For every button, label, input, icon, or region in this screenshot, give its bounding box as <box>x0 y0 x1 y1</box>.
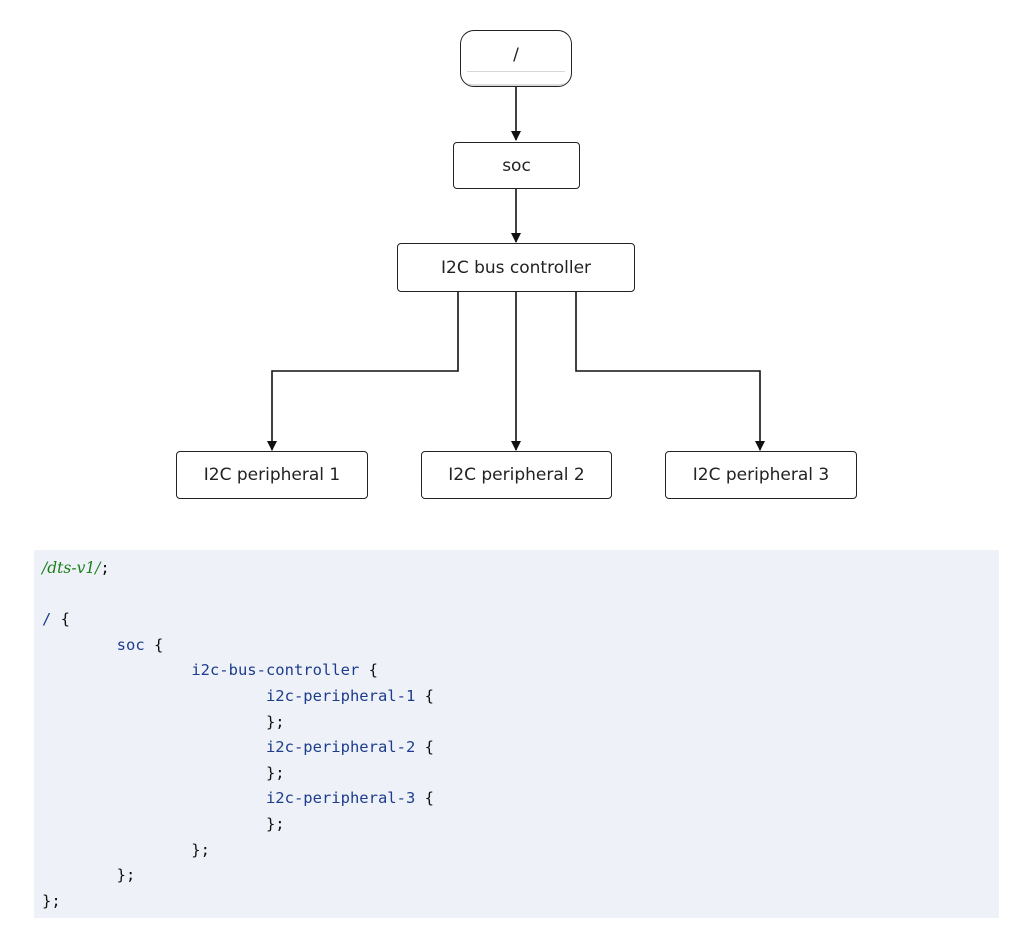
node-soc: soc <box>453 142 580 189</box>
code-line: i2c-peripheral-3 { <box>42 786 999 812</box>
code-punct <box>42 661 191 679</box>
node-peripheral-1: I2C peripheral 1 <box>176 451 368 499</box>
code-line: }; <box>42 812 999 838</box>
code-line: i2c-bus-controller { <box>42 658 999 684</box>
code-punct: }; <box>42 891 61 910</box>
code-line: i2c-peripheral-2 { <box>42 735 999 761</box>
code-punct: }; <box>42 814 285 833</box>
code-punct: { <box>359 661 378 680</box>
code-node-name: i2c-peripheral-2 <box>265 738 416 757</box>
code-punct: { <box>415 686 434 705</box>
code-line <box>42 582 999 608</box>
code-punct: ; <box>100 559 110 577</box>
code-punct: }; <box>42 866 136 885</box>
code-punct <box>42 789 266 807</box>
code-node-name: i2c-bus-controller <box>191 661 360 680</box>
node-peripheral-3: I2C peripheral 3 <box>665 451 857 499</box>
code-node-name: soc <box>116 635 145 654</box>
code-line: / { <box>42 607 999 633</box>
edge-bus-to-peripheral-1 <box>267 292 459 451</box>
code-line: }; <box>42 838 999 864</box>
diagram-connectors <box>267 87 765 451</box>
code-punct <box>42 687 266 705</box>
code-line: }; <box>42 863 999 889</box>
code-line: }; <box>42 889 999 915</box>
code-directive: /dts-v1/ <box>42 559 101 577</box>
node-bus-controller: I2C bus controller <box>397 243 635 292</box>
code-node-name: i2c-peripheral-1 <box>265 686 416 705</box>
node-peripheral-2-label: I2C peripheral 2 <box>448 465 585 485</box>
code-line: }; <box>42 761 999 787</box>
node-bus-controller-label: I2C bus controller <box>440 257 592 278</box>
code-line: soc { <box>42 633 999 659</box>
code-punct: { <box>51 610 71 629</box>
code-punct: { <box>415 789 434 808</box>
node-peripheral-1-label: I2C peripheral 1 <box>203 465 341 485</box>
code-punct: { <box>415 738 434 757</box>
node-peripheral-3-label: I2C peripheral 3 <box>692 465 830 485</box>
node-root-divider <box>467 71 565 72</box>
code-line: }; <box>42 710 999 736</box>
code-punct <box>42 636 117 654</box>
code-node-name: i2c-peripheral-3 <box>265 789 416 808</box>
node-peripheral-2: I2C peripheral 2 <box>421 451 612 499</box>
code-punct: { <box>144 635 164 654</box>
node-root: / <box>460 30 572 87</box>
code-punct <box>42 738 266 756</box>
code-node-name: / <box>42 610 52 629</box>
code-punct: }; <box>42 763 285 782</box>
node-soc-label: soc <box>502 155 531 176</box>
node-root-label: / <box>513 44 519 65</box>
code-line: i2c-peripheral-1 { <box>42 684 999 710</box>
edge-bus-to-peripheral-3 <box>575 292 765 451</box>
code-line: /dts-v1/; <box>42 556 999 582</box>
code-punct: }; <box>42 712 285 731</box>
device-tree-diagram: / soc I2C bus controller I2C peripheral … <box>176 30 857 499</box>
dts-code-block: /dts-v1/; / { soc { i2c-bus-controller {… <box>34 550 999 918</box>
code-punct: }; <box>42 840 210 859</box>
